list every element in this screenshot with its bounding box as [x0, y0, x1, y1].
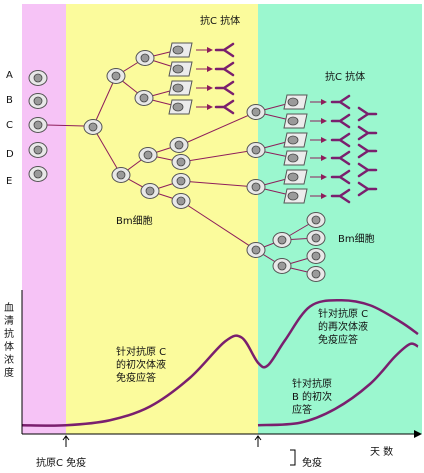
- b-cell-icon: [111, 167, 131, 183]
- secondary-c-label: 针对抗原 C 的再次体液 免疫应答: [318, 309, 369, 346]
- b-cell-icon: [246, 142, 266, 158]
- plasma-cell-icon: [283, 169, 308, 185]
- x-axis-label: 天 数: [370, 447, 394, 458]
- row-label-c: C: [6, 120, 13, 131]
- antibody-label-right: 抗C 抗体: [325, 72, 366, 83]
- antibody-icon: [330, 113, 351, 129]
- antibody-icon: [357, 162, 378, 178]
- b-cell-icon: [135, 50, 155, 66]
- pink-phase-band: [22, 4, 66, 434]
- lineage-line: [92, 75, 117, 128]
- plasma-cell-icon: [168, 99, 193, 115]
- antigen-b-marker-icon: [254, 435, 262, 447]
- antibody-icon: [357, 181, 378, 197]
- plasma-cell-icon: [283, 188, 308, 204]
- antibody-icon: [330, 150, 351, 166]
- b-cell-icon: [246, 179, 266, 195]
- green-phase-band: [258, 4, 422, 434]
- yellow-phase-band: [66, 4, 258, 434]
- b-cell-icon: [306, 212, 326, 228]
- b-cell-a-icon: [28, 70, 48, 86]
- b-cell-icon: [272, 232, 292, 248]
- b-cell-icon: [169, 137, 189, 153]
- b-cell-icon: [246, 104, 266, 120]
- lineage-line: [92, 126, 122, 176]
- b-cell-icon: [138, 147, 158, 163]
- plasma-cell-icon: [283, 113, 308, 129]
- b-cell-icon: [106, 68, 126, 84]
- row-label-a: A: [6, 70, 13, 81]
- immune-label: 免疫: [302, 458, 322, 469]
- plasma-cell-icon: [283, 150, 308, 166]
- plasma-cell-icon: [168, 61, 193, 77]
- antigen-c-label: 抗原C 免疫: [36, 458, 87, 469]
- lineage-line: [46, 124, 85, 127]
- row-label-d: D: [6, 149, 14, 160]
- antibody-icon: [214, 42, 235, 58]
- plasma-cell-icon: [168, 80, 193, 96]
- antigen-c-marker-icon: [62, 435, 70, 447]
- cell-group: [28, 42, 326, 282]
- b-cell-icon: [171, 173, 191, 189]
- antibody-icon: [330, 132, 351, 148]
- lineage-line: [180, 200, 257, 251]
- b-cell-icon: [140, 183, 160, 199]
- b-cell-icon: [134, 90, 154, 106]
- antibody-group: [214, 42, 378, 204]
- b-cell-icon: [306, 248, 326, 264]
- lineage-line: [180, 149, 257, 163]
- bm-cell-label-1: Bm细胞: [116, 216, 153, 227]
- b-cell-c-icon: [28, 117, 48, 133]
- antibody-icon: [214, 99, 235, 115]
- b-cell-icon: [246, 242, 266, 258]
- b-cell-b-icon: [28, 93, 48, 109]
- y-axis-label: 血清抗体浓度: [4, 303, 14, 379]
- primary-b-label: 针对抗原 B 的初次 应答: [292, 379, 333, 416]
- lineage-line: [180, 180, 257, 188]
- b-cell-d-icon: [28, 142, 48, 158]
- plasma-cell-icon: [283, 132, 308, 148]
- lineage-line: [180, 111, 257, 146]
- b-cell-e-icon: [28, 166, 48, 182]
- antibody-label-top: 抗C 抗体: [200, 16, 241, 27]
- immune-bracket: [290, 449, 296, 466]
- x-axis-arrow-icon: [414, 430, 422, 438]
- b-cell-icon: [306, 230, 326, 246]
- antibody-icon: [214, 80, 235, 96]
- primary-c-label: 针对抗原 C 的初次体液 免疫应答: [116, 347, 167, 384]
- antibody-icon: [330, 188, 351, 204]
- row-label-b: B: [6, 95, 13, 106]
- antibody-icon: [357, 125, 378, 141]
- antibody-icon: [330, 94, 351, 110]
- b-cell-icon: [83, 119, 103, 135]
- bm-cell-label-2: Bm细胞: [338, 234, 375, 245]
- secondary-response-curve: [257, 342, 419, 427]
- row-label-e: E: [6, 176, 13, 187]
- b-cell-icon: [272, 258, 292, 274]
- primary-response-curve: [21, 298, 419, 427]
- antibody-icon: [214, 61, 235, 77]
- antibody-icon: [330, 169, 351, 185]
- secretion-arrows: [196, 47, 327, 199]
- antibody-icon: [357, 143, 378, 159]
- plasma-cell-icon: [168, 42, 193, 58]
- b-cell-icon: [306, 266, 326, 282]
- antibody-icon: [357, 106, 378, 122]
- b-cell-icon: [171, 193, 191, 209]
- plasma-cell-icon: [283, 94, 308, 110]
- b-cell-icon: [171, 154, 191, 170]
